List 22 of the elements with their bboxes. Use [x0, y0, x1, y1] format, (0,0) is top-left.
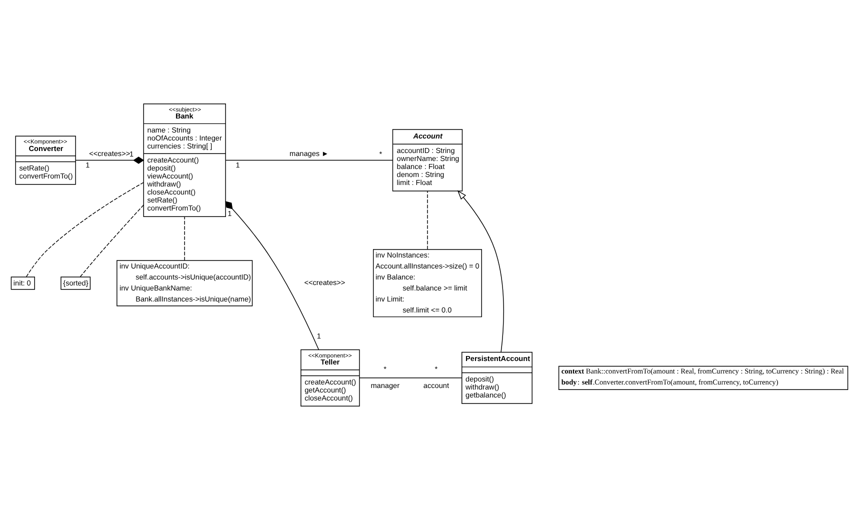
label: *: [384, 364, 387, 373]
label: *: [434, 364, 438, 373]
label: 1: [316, 330, 321, 340]
label: 1: [236, 160, 240, 170]
connector: [26, 182, 144, 277]
connector: [225, 200, 320, 350]
connector: [427, 190, 428, 250]
connector: [80, 204, 144, 277]
label: 1: [129, 149, 134, 158]
arrow: [457, 190, 504, 352]
label: manager: [370, 380, 400, 390]
label: 1: [228, 208, 232, 218]
connector: [75, 156, 144, 164]
connector: [359, 377, 462, 378]
connector: [184, 216, 185, 260]
connector: [225, 159, 393, 160]
label: *: [379, 149, 382, 158]
edge-label: <<creates>>: [89, 148, 130, 158]
label: 1: [86, 160, 90, 170]
edge-label: <<creates>>: [304, 277, 346, 286]
edge-label: manages ►: [290, 148, 329, 158]
label: account: [423, 380, 449, 390]
